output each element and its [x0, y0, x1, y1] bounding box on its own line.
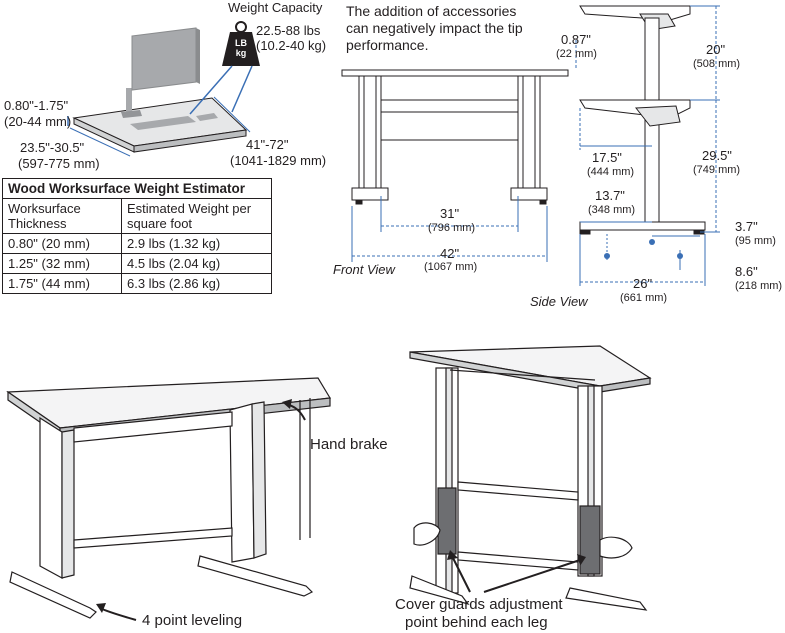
- outer-width-inches: 42": [440, 246, 460, 261]
- inner-width-inches: 31": [440, 206, 460, 221]
- weight-icon-label: LB kg: [232, 38, 250, 58]
- foot-height-inches: 3.7": [735, 219, 758, 234]
- cover-guards-label-line1: Cover guards adjustment: [395, 596, 563, 613]
- hand-brake-arrow: [282, 399, 306, 421]
- front-view-dimensions: [351, 196, 548, 262]
- dimension-dot: [649, 239, 655, 245]
- side-view-drawing: [579, 5, 706, 235]
- weight-capacity-icon: [222, 21, 260, 66]
- side-view-dimensions: [575, 5, 720, 286]
- top-thickness-mm: (22 mm): [556, 48, 597, 60]
- table-cell: 1.25" (32 mm): [2, 253, 122, 274]
- table-row: 1.75" (44 mm) 6.3 lbs (2.86 kg): [2, 273, 272, 294]
- top-depth-mm: (444 mm): [587, 166, 635, 178]
- depth-dimension-line: [69, 127, 131, 157]
- table-cell: 6.3 lbs (2.86 kg): [121, 273, 272, 294]
- weight-icon-text-bottom: kg: [235, 48, 247, 58]
- width-inches: 41"-72": [246, 137, 289, 152]
- weight-icon-text-top: LB: [235, 38, 247, 48]
- leveling-arrow: [96, 603, 137, 621]
- foot-width-inches: 8.6": [735, 264, 758, 279]
- table-title-row: Wood Worksurface Weight Estimator: [2, 178, 272, 199]
- thickness-mm: (20-44 mm): [4, 114, 72, 129]
- weight-capacity-lbs: 22.5-88 lbs: [256, 23, 321, 38]
- thickness-inches: 0.80"-1.75": [4, 98, 69, 113]
- table-cell: 1.75" (44 mm): [2, 273, 122, 294]
- base-depth-inches: 26": [633, 276, 653, 291]
- leveling-label: 4 point leveling: [142, 612, 243, 629]
- column-offset-mm: (348 mm): [588, 204, 636, 216]
- table-row: 0.80" (20 mm) 2.9 lbs (1.32 kg): [2, 233, 272, 254]
- cover-guards-label-line2: point behind each leg: [405, 614, 548, 631]
- cover-guard-arrows: [447, 550, 586, 593]
- desk-perspective-left: [6, 377, 331, 619]
- weight-pointer-line: [189, 65, 233, 115]
- table-cell: 2.9 lbs (1.32 kg): [121, 233, 272, 254]
- table-header-row: Worksurface Thickness Estimated Weight p…: [2, 198, 272, 234]
- weight-estimator-table: Wood Worksurface Weight Estimator Worksu…: [2, 178, 272, 294]
- table-title: Wood Worksurface Weight Estimator: [2, 178, 272, 199]
- monitor-illustration: [121, 27, 200, 118]
- depth-mm: (597-775 mm): [18, 156, 100, 171]
- tip-performance-note: The addition of accessories can negative…: [346, 3, 523, 53]
- top-depth-inches: 17.5": [592, 150, 622, 165]
- inner-width-mm: (796 mm): [428, 222, 476, 234]
- column-header: Worksurface Thickness: [2, 198, 122, 234]
- column-header: Estimated Weight per square foot: [121, 198, 272, 234]
- side-view-caption: Side View: [530, 294, 588, 309]
- column-offset-inches: 13.7": [595, 188, 625, 203]
- foot-width-mm: (218 mm): [735, 280, 783, 292]
- dimension-dot: [677, 253, 683, 259]
- depth-inches: 23.5"-30.5": [20, 140, 85, 155]
- min-height-inches: 29.5": [702, 148, 732, 163]
- outer-width-mm: (1067 mm): [424, 261, 478, 273]
- travel-mm: (508 mm): [693, 58, 741, 70]
- weight-pointer-line: [231, 65, 253, 113]
- top-thickness-inches: 0.87": [561, 32, 591, 47]
- table-cell: 4.5 lbs (2.04 kg): [121, 253, 272, 274]
- hand-brake-label: Hand brake: [310, 436, 388, 453]
- weight-capacity-title: Weight Capacity: [228, 0, 323, 15]
- weight-capacity-kg: (10.2-40 kg): [256, 38, 327, 53]
- worksurface-illustration: [72, 97, 248, 153]
- width-dimension-line: [213, 96, 251, 133]
- desk-perspective-right: [409, 345, 652, 611]
- dimension-dot: [604, 253, 610, 259]
- min-height-mm: (749 mm): [693, 164, 741, 176]
- width-mm: (1041-1829 mm): [230, 153, 327, 168]
- table-cell: 0.80" (20 mm): [2, 233, 122, 254]
- foot-height-mm: (95 mm): [735, 235, 776, 247]
- travel-inches: 20": [706, 42, 726, 57]
- front-view-drawing: [341, 69, 569, 205]
- base-depth-mm: (661 mm): [620, 292, 668, 304]
- table-row: 1.25" (32 mm) 4.5 lbs (2.04 kg): [2, 253, 272, 274]
- front-view-caption: Front View: [333, 262, 395, 277]
